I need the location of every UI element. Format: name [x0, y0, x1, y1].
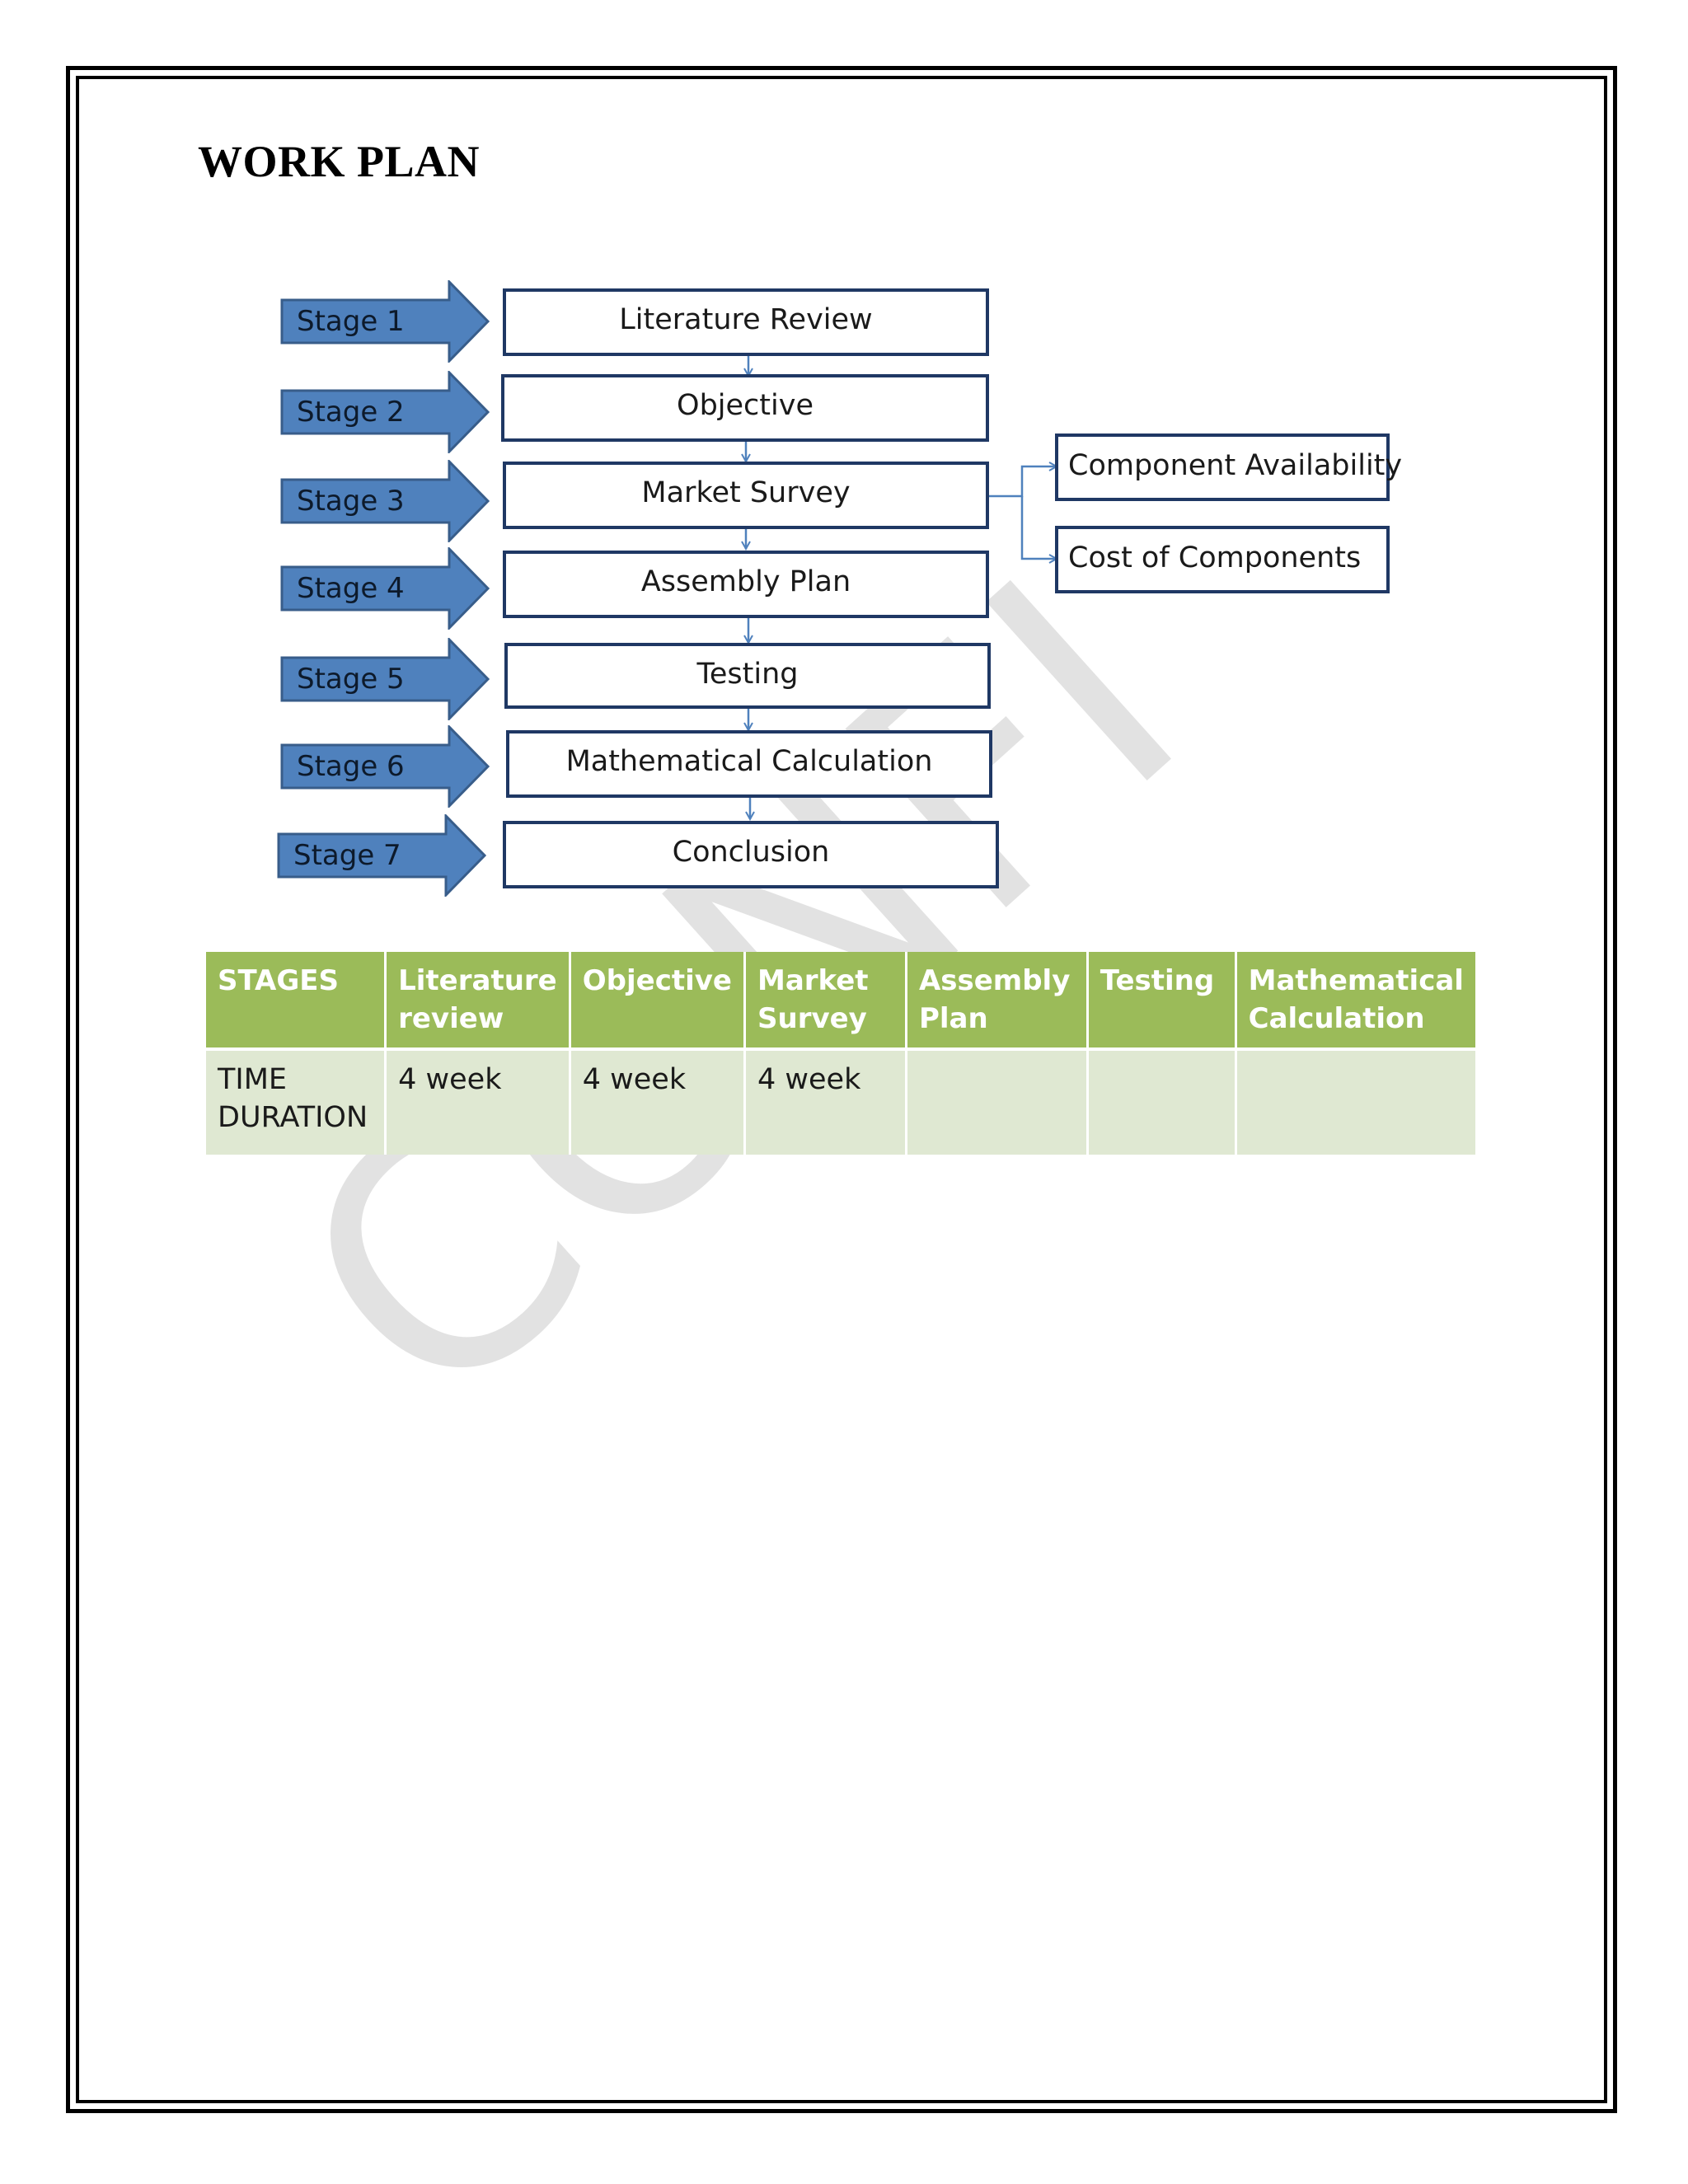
flow-box-literature-review: Literature Review	[503, 288, 989, 356]
flow-box-market-survey: Market Survey	[503, 462, 989, 529]
page-border-outer	[66, 66, 1617, 2113]
stage-label: Stage 4	[297, 572, 405, 605]
stage-label: Stage 1	[297, 305, 405, 338]
stage-label: Stage 5	[297, 663, 405, 696]
side-box-component-availability: Component Availability	[1055, 434, 1402, 501]
stage-arrow-3: Stage 3	[280, 460, 495, 542]
page-title: WORK PLAN	[198, 137, 480, 186]
flow-box-assembly-plan: Assembly Plan	[503, 551, 989, 618]
stage-arrow-1: Stage 1	[280, 280, 495, 363]
stage-arrow-2: Stage 2	[280, 371, 495, 453]
stage-arrow-6: Stage 6	[280, 725, 495, 808]
table-header-cell: Objective	[570, 952, 747, 1049]
flow-box-testing: Testing	[504, 643, 991, 709]
stage-label: Stage 3	[297, 485, 405, 518]
table-header-cell: Market Survey	[744, 952, 907, 1049]
stage-label: Stage 6	[297, 750, 405, 783]
table-header-cell: Literature review	[385, 952, 571, 1049]
table-row: TIME DURATION 4 week 4 week 4 week	[206, 1047, 1475, 1155]
table-cell	[1087, 1047, 1237, 1155]
table-header-cell: Assembly Plan	[906, 952, 1089, 1049]
table-header-cell: Mathematical Calculation	[1236, 952, 1475, 1049]
table-cell	[906, 1047, 1089, 1155]
stage-label: Stage 2	[297, 396, 405, 429]
table-cell	[1236, 1047, 1475, 1155]
table-header-cell: STAGES	[206, 952, 387, 1049]
stage-arrow-4: Stage 4	[280, 547, 495, 630]
flow-box-conclusion: Conclusion	[503, 821, 999, 888]
side-box-cost-of-components: Cost of Components	[1055, 526, 1390, 593]
flow-box-mathematical-calculation: Mathematical Calculation	[506, 730, 992, 798]
table-cell: TIME DURATION	[206, 1047, 387, 1155]
table-header-row: STAGES Literature review Objective Marke…	[206, 952, 1475, 1049]
table-cell: 4 week	[385, 1047, 571, 1155]
stage-label: Stage 7	[293, 839, 401, 872]
flow-box-objective: Objective	[501, 374, 989, 442]
table-header-cell: Testing	[1087, 952, 1237, 1049]
stage-arrow-7: Stage 7	[277, 814, 491, 897]
work-plan-table: STAGES Literature review Objective Marke…	[206, 952, 1475, 1155]
page-border-inner	[76, 76, 1607, 2103]
table-cell: 4 week	[570, 1047, 747, 1155]
table-cell: 4 week	[744, 1047, 907, 1155]
stage-arrow-5: Stage 5	[280, 638, 495, 720]
